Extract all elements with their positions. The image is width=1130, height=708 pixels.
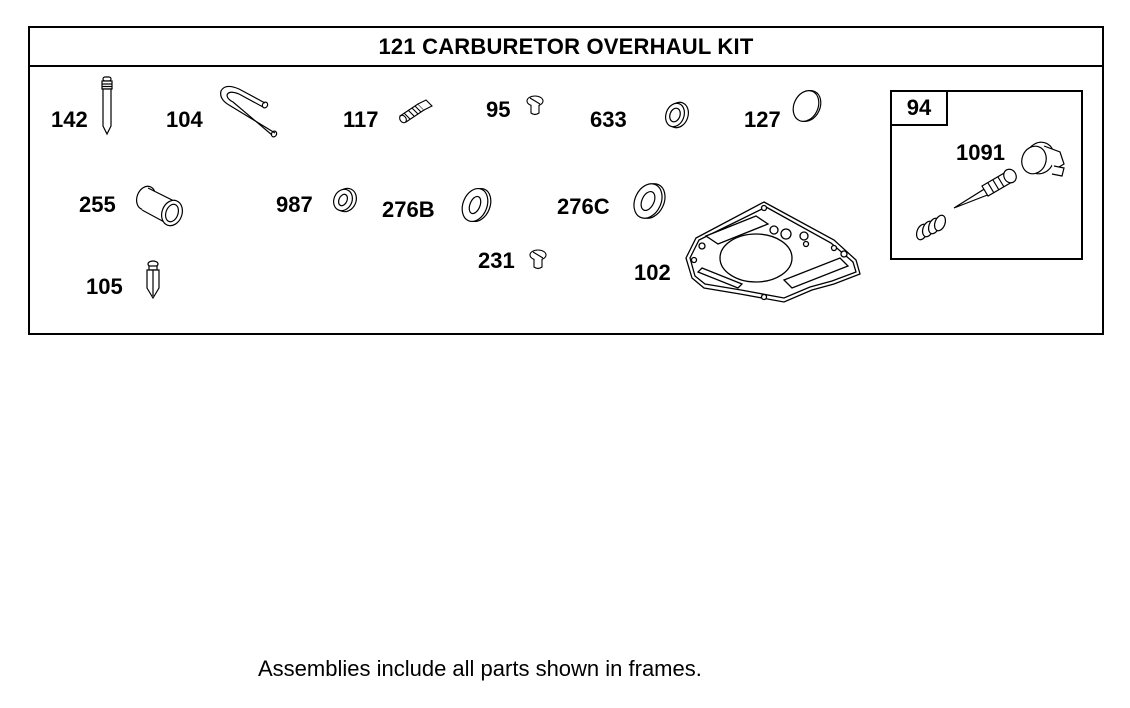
- part-label-142[interactable]: 142: [51, 107, 88, 132]
- part-label-102[interactable]: 102: [634, 260, 671, 285]
- part-label-95[interactable]: 95: [486, 97, 511, 122]
- needle-valve-assembly-icon: [914, 136, 1074, 246]
- part-label-987[interactable]: 987: [276, 192, 313, 217]
- kit-frame: 121 CARBURETOR OVERHAUL KIT: [28, 26, 1104, 335]
- part-label-276B[interactable]: 276B: [382, 197, 435, 222]
- part-label-104[interactable]: 104: [166, 107, 203, 132]
- seal-ring-icon: [664, 100, 690, 130]
- jet-tube-icon: [100, 76, 114, 136]
- part-label-105[interactable]: 105: [86, 274, 123, 299]
- inlet-needle-icon: [144, 260, 162, 300]
- sleeve-bushing-icon: [134, 184, 186, 228]
- screw-icon: [525, 95, 545, 117]
- part-label-127[interactable]: 127: [744, 107, 781, 132]
- footnote: Assemblies include all parts shown in fr…: [258, 656, 702, 681]
- part-label-117[interactable]: 117: [343, 107, 379, 132]
- welch-plug-icon: [791, 88, 823, 124]
- o-ring-small-icon: [330, 185, 358, 215]
- part-label-1091[interactable]: 1091: [956, 140, 1005, 165]
- assembly-tag-94[interactable]: 94: [892, 92, 948, 126]
- washer-b-icon: [460, 186, 492, 224]
- kit-title: 121 CARBURETOR OVERHAUL KIT: [30, 28, 1102, 67]
- gasket-plate-icon: [684, 200, 870, 304]
- part-label-633[interactable]: 633: [590, 107, 627, 132]
- washer-c-icon: [631, 181, 667, 221]
- part-label-255[interactable]: 255: [79, 192, 116, 217]
- threaded-plug-icon: [396, 98, 434, 124]
- bent-pin-icon: [217, 83, 281, 138]
- part-label-276C[interactable]: 276C: [557, 194, 610, 219]
- part-label-231[interactable]: 231: [478, 248, 515, 273]
- screw-small-icon: [528, 249, 548, 271]
